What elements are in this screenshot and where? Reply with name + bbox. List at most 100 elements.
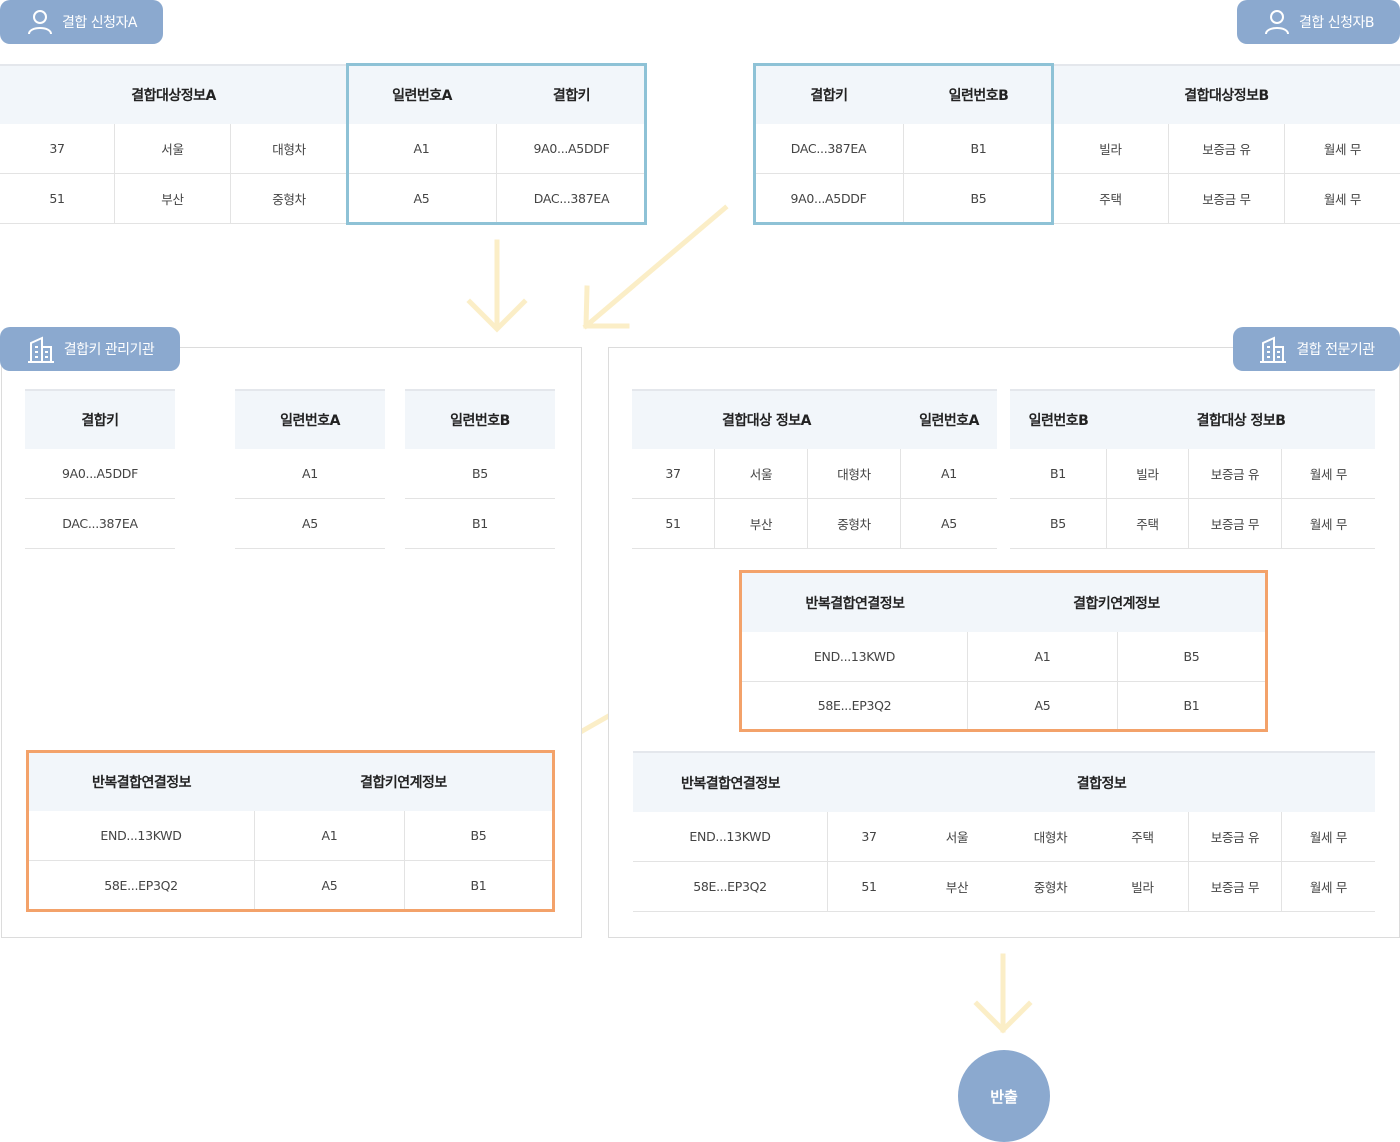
table-cell: A5 [901, 499, 997, 549]
table-cell: A5 [235, 499, 385, 549]
table-cell: 빌라 [1053, 124, 1169, 174]
table-header: 일련번호B [904, 64, 1053, 124]
expert-agency-badge: 결합 전문기관 [1233, 327, 1400, 371]
table-cell: A5 [968, 682, 1118, 729]
table-cell: B5 [1118, 632, 1265, 682]
key-agency-label: 결합키 관리기관 [63, 342, 155, 358]
table-cell: 월세 무 [1282, 499, 1375, 549]
table-cell: A5 [347, 174, 497, 224]
table-cell: B1 [470, 877, 487, 893]
table-header: 결합키 [754, 64, 904, 124]
expert-agency-label: 결합 전문기관 [1296, 342, 1375, 358]
table-cell: 주택 [1107, 499, 1189, 549]
table-cell: 주택 [1053, 174, 1169, 224]
table-header: 반복결합연결정보 [633, 751, 828, 812]
table-cell: DAC...387EA [25, 499, 175, 549]
arrow-to-export [973, 953, 1033, 1034]
table-cell: 9A0...A5DDF [25, 449, 175, 499]
applicant-a-label: 결합 신청자A [62, 15, 137, 31]
table-cell: A5 [255, 861, 405, 909]
table-cell: 37 [632, 449, 715, 499]
applicant-a-badge: 결합 신청자A [0, 0, 163, 44]
export-node: 반출 [958, 1050, 1050, 1142]
table-cell: 빌라 [1107, 449, 1189, 499]
table-cell: 월세 무 [1282, 862, 1375, 912]
table-cell: A1 [901, 449, 997, 499]
table-cell: B5 [904, 174, 1053, 224]
table-cell: END...13KWD [742, 632, 968, 682]
table-header: 결합정보 [828, 751, 1375, 812]
table-cell: 보증금 유 [1189, 449, 1282, 499]
table-cell: 중형차 [1004, 862, 1097, 912]
table-header: 결합키연계정보 [255, 752, 552, 811]
table-cell: B5 [405, 811, 552, 861]
table-cell: 월세 무 [1282, 812, 1375, 862]
table-header: 반복결합연결정보 [28, 752, 255, 811]
table-cell: 51 [0, 174, 115, 224]
table-cell: 보증금 유 [1189, 812, 1282, 862]
table-cell: 58E...EP3Q2 [742, 682, 968, 729]
table-header: 일련번호B [1010, 389, 1107, 449]
table-cell: 빌라 [1097, 862, 1189, 912]
table-cell: 보증금 무 [1189, 499, 1282, 549]
table-cell: 서울 [115, 124, 231, 174]
applicant-b-label: 결합 신청자B [1299, 15, 1374, 31]
table-cell: 보증금 무 [1189, 862, 1282, 912]
table-cell: 주택 [1097, 812, 1189, 862]
table-cell: 중형차 [808, 499, 901, 549]
table-cell: 37 [0, 124, 115, 174]
table-cell: A1 [255, 811, 405, 861]
table-header: 결합대상 정보A [632, 389, 901, 449]
table-cell: 월세 무 [1285, 124, 1400, 174]
table-cell: B5 [405, 449, 555, 499]
table-cell: A1 [347, 124, 497, 174]
user-icon [28, 10, 53, 35]
table-cell: A1 [235, 449, 385, 499]
table-header: 일련번호B [405, 389, 555, 449]
table-cell: 보증금 무 [1169, 174, 1285, 224]
table-cell: 월세 무 [1282, 449, 1375, 499]
table-header: 결합대상정보A [0, 64, 347, 124]
table-cell: DAC...387EA [754, 124, 904, 174]
table-cell: B1 [1183, 698, 1200, 713]
arrow-b-to-key-agency [582, 204, 729, 330]
table-cell: 58E...EP3Q2 [633, 862, 828, 912]
table-cell: 부산 [910, 862, 1004, 912]
key-agency-badge: 결합키 관리기관 [0, 327, 180, 371]
table-cell: B1 [1010, 449, 1107, 499]
table-cell: 중형차 [231, 174, 347, 224]
table-cell: 대형차 [808, 449, 901, 499]
table-cell: B1 [904, 124, 1053, 174]
table-cell: A1 [968, 632, 1118, 682]
table-cell: 대형차 [231, 124, 347, 174]
table-cell: B5 [1010, 499, 1107, 549]
table-cell: 9A0...A5DDF [497, 124, 646, 174]
building-icon [1260, 336, 1287, 363]
table-header: 일련번호A [901, 389, 997, 449]
table-header: 일련번호A [347, 64, 497, 124]
table-cell: 부산 [115, 174, 231, 224]
user-icon [1265, 10, 1290, 35]
table-cell: 9A0...A5DDF [754, 174, 904, 224]
table-cell: 서울 [910, 812, 1004, 862]
table-header: 결합대상 정보B [1107, 389, 1375, 449]
building-icon [27, 336, 54, 363]
table-cell: B1 [405, 499, 555, 549]
table-cell: END...13KWD [28, 811, 255, 861]
table-cell: 대형차 [1004, 812, 1097, 862]
table-cell: 51 [828, 862, 910, 912]
table-cell: 58E...EP3Q2 [28, 861, 255, 909]
table-header: 결합키 [25, 389, 175, 449]
table-cell: END...13KWD [633, 812, 828, 862]
table-cell: 보증금 유 [1169, 124, 1285, 174]
table-cell: 부산 [715, 499, 808, 549]
table-header: 일련번호A [235, 389, 385, 449]
table-header: 결합키 [497, 64, 646, 124]
table-cell: DAC...387EA [497, 174, 646, 224]
table-cell: 월세 무 [1285, 174, 1400, 224]
arrow-a-to-key-agency [466, 239, 528, 333]
table-cell: 37 [828, 812, 910, 862]
table-header: 결합대상정보B [1053, 64, 1400, 124]
applicant-b-badge: 결합 신청자B [1237, 0, 1400, 44]
table-header: 결합키연계정보 [968, 573, 1265, 632]
